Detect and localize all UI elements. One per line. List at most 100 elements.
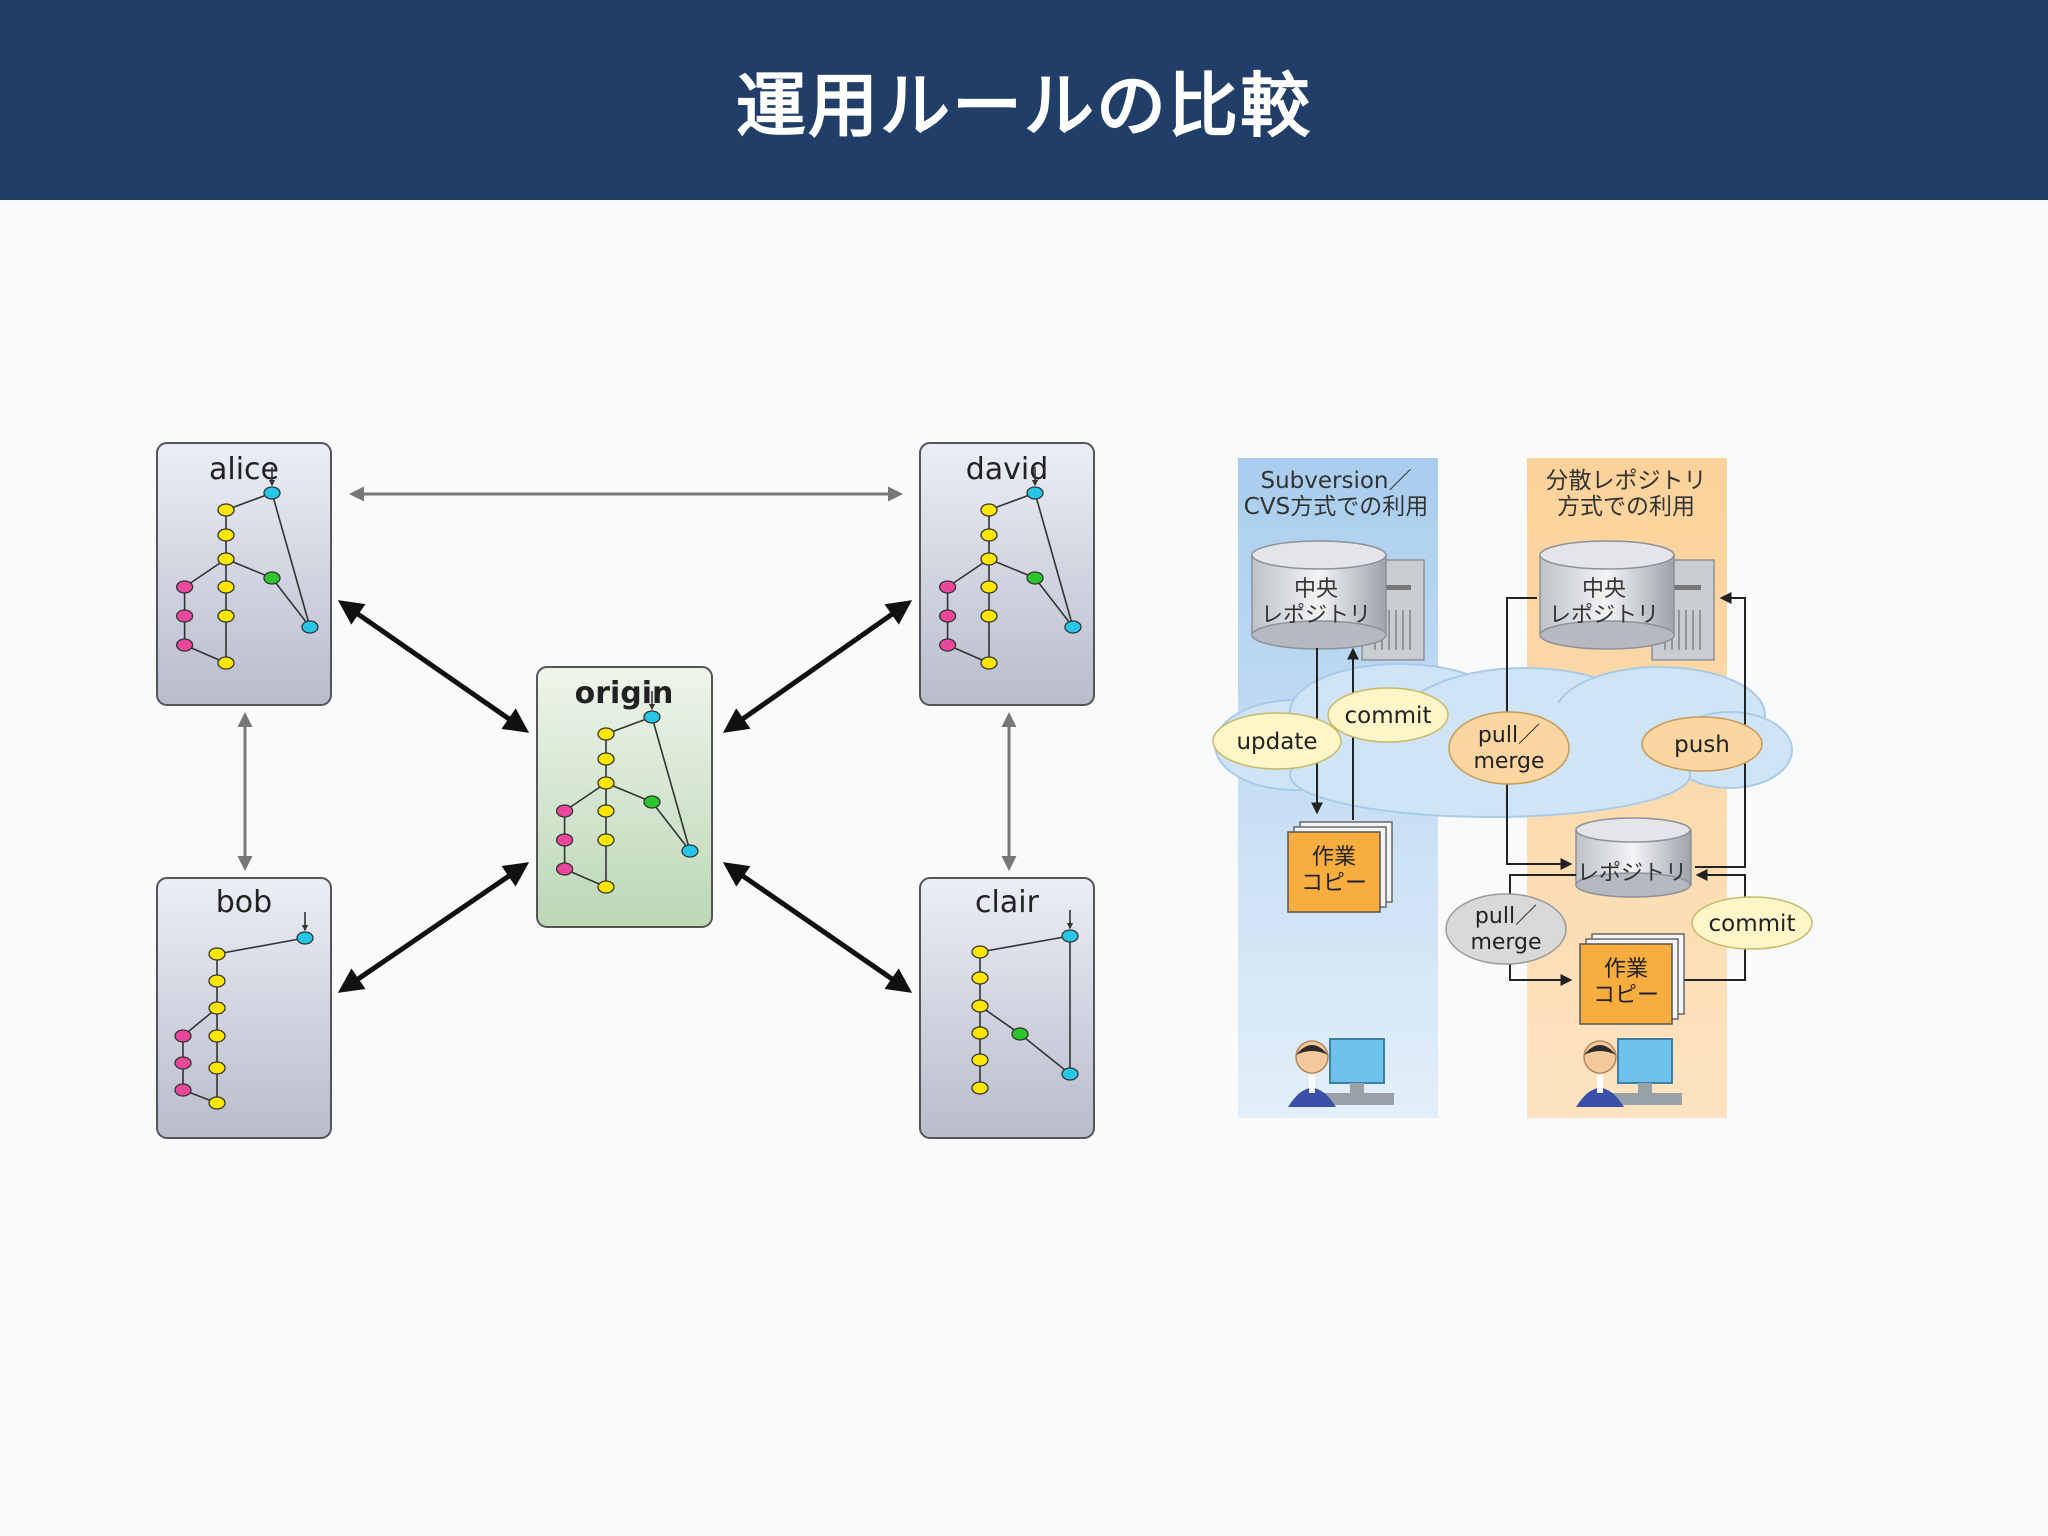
- dvcs-local-repo: レポジトリ: [1575, 817, 1692, 898]
- commit-node: [597, 752, 615, 766]
- commit-node: [217, 609, 235, 623]
- arrow-bob-origin: [337, 862, 530, 993]
- dvcs-pull-merge-local-oval: pull／ merge: [1445, 893, 1567, 965]
- commit-edge: [1019, 1033, 1071, 1075]
- commit-edge: [271, 577, 311, 629]
- arrow-alice-origin: [337, 600, 530, 733]
- commit-node: [217, 528, 235, 542]
- svg-text:pull／: pull／: [1475, 904, 1537, 929]
- svg-text:pull／: pull／: [1478, 723, 1540, 748]
- commit-node: [208, 1029, 226, 1043]
- commit-node: [263, 571, 281, 585]
- commit-edge: [225, 558, 274, 580]
- commit-node: [208, 1096, 226, 1110]
- commit-node: [971, 999, 989, 1013]
- svn-work-line2: コピー: [1301, 871, 1367, 896]
- commit-graph-david: [938, 467, 1082, 670]
- svn-commit-oval: commit: [1327, 687, 1449, 743]
- right-diagram: Subversion／ CVS方式での利用 分散レポジトリ 方式での利用: [1212, 458, 1813, 1118]
- commit-node: [217, 580, 235, 594]
- svn-work-line1: 作業: [1312, 845, 1356, 870]
- repo-label-bob: bob: [216, 885, 272, 920]
- commit-node: [971, 1026, 989, 1040]
- page-title: 運用ルールの比較: [736, 64, 1312, 147]
- commit-node: [217, 656, 235, 670]
- repo-label-alice: alice: [209, 452, 279, 487]
- svg-text:commit: commit: [1345, 703, 1432, 729]
- commit-node: [980, 503, 998, 517]
- user-computer-icon: [1576, 1038, 1682, 1107]
- dvcs-central-line1: 中央: [1582, 577, 1626, 602]
- repo-box-alice: alice: [156, 442, 332, 706]
- svg-text:merge: merge: [1470, 930, 1541, 955]
- commit-node: [175, 609, 194, 623]
- commit-node: [980, 528, 998, 542]
- commit-node: [296, 931, 314, 945]
- dvcs-local-repo-label: レポジトリ: [1577, 861, 1687, 886]
- commit-edge: [215, 937, 306, 957]
- svg-text:update: update: [1236, 729, 1317, 755]
- commit-edge: [1034, 577, 1074, 629]
- svn-central-line1: 中央: [1294, 577, 1338, 602]
- commit-node: [643, 795, 661, 809]
- commit-node: [174, 1029, 192, 1043]
- repo-label-clair: clair: [975, 885, 1040, 920]
- commit-node: [938, 638, 957, 652]
- commit-node: [208, 947, 226, 961]
- commit-node: [643, 710, 661, 724]
- svn-central-line2: レポジトリ: [1261, 603, 1371, 628]
- commit-node: [555, 804, 574, 818]
- commit-node: [597, 727, 615, 741]
- commit-edge: [605, 782, 654, 804]
- repo-box-bob: bob: [156, 877, 332, 1139]
- commit-edge: [651, 801, 691, 853]
- commit-node: [1064, 620, 1082, 634]
- user-computer-icon: [1288, 1038, 1394, 1107]
- dvcs-work-copy: 作業 コピー: [1579, 933, 1685, 1025]
- commit-edge: [978, 935, 1071, 955]
- commit-node: [175, 580, 194, 594]
- header-bar: 運用ルールの比較: [0, 0, 2048, 200]
- commit-edge: [1034, 492, 1075, 629]
- svn-central-server: 中央 レポジトリ: [1251, 540, 1425, 661]
- commit-node: [971, 971, 989, 985]
- commit-edge: [563, 782, 607, 812]
- svg-text:commit: commit: [1709, 911, 1796, 937]
- commit-node: [1061, 929, 1079, 943]
- dvcs-title-line2: 方式での利用: [1557, 494, 1695, 520]
- commit-node: [597, 776, 615, 790]
- dvcs-work-line2: コピー: [1593, 983, 1659, 1008]
- commit-edge: [651, 716, 692, 853]
- dvcs-central-server: 中央 レポジトリ: [1539, 540, 1715, 661]
- svg-text:push: push: [1674, 732, 1730, 758]
- repo-box-origin: origin: [536, 666, 713, 928]
- commit-node: [980, 580, 998, 594]
- commit-node: [301, 620, 319, 634]
- commit-node: [555, 833, 574, 847]
- repo-box-david: david: [919, 442, 1095, 706]
- commit-node: [971, 1081, 989, 1095]
- commit-graph-bob: [174, 912, 314, 1110]
- commit-node: [980, 656, 998, 670]
- svn-work-copy: 作業 コピー: [1287, 821, 1393, 913]
- svg-text:merge: merge: [1473, 749, 1544, 774]
- commit-graph-origin: [555, 691, 699, 894]
- commit-edge: [271, 492, 312, 629]
- commit-node: [597, 880, 615, 894]
- repo-box-clair: clair: [919, 877, 1095, 1139]
- commit-graph-alice: [175, 467, 319, 670]
- commit-node: [1011, 1027, 1029, 1041]
- commit-node: [681, 844, 699, 858]
- commit-node: [175, 638, 194, 652]
- commit-node: [938, 609, 957, 623]
- dvcs-central-line2: レポジトリ: [1549, 603, 1659, 628]
- commit-edge: [946, 558, 990, 588]
- commit-node: [208, 1061, 226, 1075]
- repo-label-david: david: [966, 452, 1049, 487]
- commit-node: [971, 1053, 989, 1067]
- commit-node: [555, 862, 574, 876]
- commit-node: [597, 833, 615, 847]
- commit-node: [1026, 486, 1044, 500]
- commit-node: [217, 503, 235, 517]
